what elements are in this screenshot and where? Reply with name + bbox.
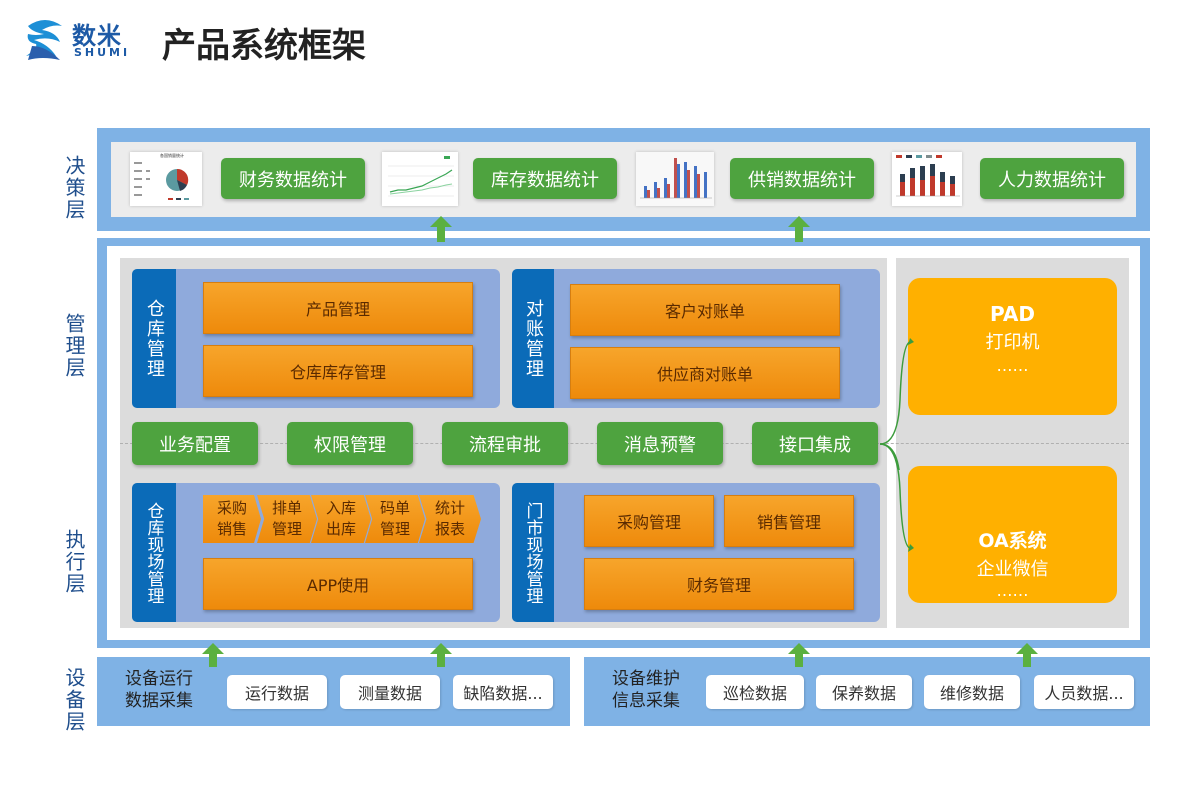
layer-label-execution: 执行层 [62, 529, 86, 595]
warehouse-management-tab: 仓库管理 [132, 269, 176, 408]
stacked-bar-chart-icon [896, 155, 960, 197]
up-arrow-icon [788, 643, 810, 667]
line-chart-thumbnail [382, 152, 458, 206]
layer-label-decision: 决策层 [62, 155, 86, 221]
message-alert-button[interactable]: 消息预警 [597, 422, 723, 465]
hr-stats-button[interactable]: 人力数据统计 [980, 158, 1124, 199]
logo-en-text: SHUMI [74, 46, 131, 59]
supplier-statement-item[interactable]: 供应商对账单 [570, 347, 840, 399]
process-step-scheduling[interactable]: 排单管理 [257, 495, 317, 543]
run-data-box[interactable]: 运行数据 [227, 675, 327, 709]
device-run-label-l1: 设备运行 [125, 669, 193, 689]
permission-management-button[interactable]: 权限管理 [287, 422, 413, 465]
step-line-2: 管理 [271, 520, 302, 538]
pad-more-label: …… [996, 356, 1029, 375]
supply-sales-stats-button[interactable]: 供销数据统计 [730, 158, 874, 199]
up-arrow-icon [430, 643, 452, 667]
step-line-1: 入库 [325, 499, 356, 517]
repair-data-box[interactable]: 维修数据 [924, 675, 1020, 709]
maintenance-data-box[interactable]: 保养数据 [816, 675, 912, 709]
pad-title: PAD [990, 302, 1035, 326]
measure-data-box[interactable]: 测量数据 [340, 675, 440, 709]
stacked-bar-chart-thumbnail [892, 152, 962, 206]
inventory-stats-button[interactable]: 库存数据统计 [473, 158, 617, 199]
bar-chart-thumbnail [636, 152, 714, 206]
device-maint-label-l1: 设备维护 [612, 669, 680, 689]
logo-mark-icon [26, 20, 62, 60]
purchase-management-item[interactable]: 采购管理 [584, 495, 714, 547]
step-line-2: 出库 [325, 520, 356, 538]
device-run-label: 设备运行 数据采集 [125, 668, 193, 712]
warehouse-site-tab: 仓库现场管理 [132, 483, 176, 622]
thumbnail-title: 各国销量统计 [160, 153, 184, 158]
bar-chart-icon [640, 158, 712, 199]
oa-title: OA系统 [978, 530, 1047, 552]
finance-management-item[interactable]: 财务管理 [584, 558, 854, 610]
pad-printer-card[interactable]: PAD 打印机 …… [908, 278, 1117, 415]
app-usage-item[interactable]: APP使用 [203, 558, 473, 610]
inspection-data-box[interactable]: 巡检数据 [706, 675, 804, 709]
oa-wecom-label: 企业微信 [976, 559, 1049, 580]
sales-management-item[interactable]: 销售管理 [724, 495, 854, 547]
step-line-2: 报表 [434, 520, 465, 538]
finance-stats-button[interactable]: 财务数据统计 [221, 158, 365, 199]
up-arrow-icon [788, 216, 810, 242]
defect-data-box[interactable]: 缺陷数据... [453, 675, 553, 709]
warehouse-inventory-item[interactable]: 仓库库存管理 [203, 345, 473, 397]
layer-label-device: 设备层 [62, 667, 86, 733]
device-maint-label: 设备维护 信息采集 [612, 668, 680, 712]
logo-cn-text: 数米 [72, 22, 122, 50]
page-title: 产品系统框架 [162, 26, 366, 66]
integration-connector-lower [879, 443, 914, 552]
product-management-item[interactable]: 产品管理 [203, 282, 473, 334]
device-run-label-l2: 数据采集 [125, 691, 193, 711]
step-line-1: 码单 [379, 499, 410, 517]
step-line-1: 排单 [271, 499, 302, 517]
line-chart-icon [388, 156, 454, 197]
step-line-1: 采购 [216, 499, 247, 517]
oa-system-card[interactable]: OA系统 企业微信 …… [908, 466, 1117, 603]
personnel-data-box[interactable]: 人员数据... [1034, 675, 1134, 709]
oa-more-label: …… [996, 581, 1029, 600]
layer-label-management: 管理层 [62, 313, 86, 379]
customer-statement-item[interactable]: 客户对账单 [570, 284, 840, 336]
up-arrow-icon [202, 643, 224, 667]
store-site-tab: 门市现场管理 [512, 483, 554, 622]
workflow-approval-button[interactable]: 流程审批 [442, 422, 568, 465]
process-step-purchase-sales[interactable]: 采购销售 [203, 495, 261, 543]
interface-integration-button[interactable]: 接口集成 [752, 422, 878, 465]
decision-layer [97, 128, 1150, 231]
up-arrow-icon [430, 216, 452, 242]
process-step-tally[interactable]: 码单管理 [365, 495, 425, 543]
business-config-button[interactable]: 业务配置 [132, 422, 258, 465]
up-arrow-icon [1016, 643, 1038, 667]
reconciliation-tab: 对账管理 [512, 269, 554, 408]
step-line-2: 管理 [379, 520, 410, 538]
logo: 数米 SHUMI [22, 14, 142, 64]
step-line-2: 销售 [216, 520, 247, 538]
pie-chart-icon [134, 162, 189, 200]
pie-chart-thumbnail: 各国销量统计 [130, 152, 202, 206]
process-step-reports[interactable]: 统计报表 [419, 495, 481, 543]
step-line-1: 统计 [434, 499, 465, 517]
pad-printer-label: 打印机 [985, 332, 1040, 353]
device-maint-label-l2: 信息采集 [612, 691, 680, 711]
process-step-inbound-outbound[interactable]: 入库出库 [311, 495, 371, 543]
